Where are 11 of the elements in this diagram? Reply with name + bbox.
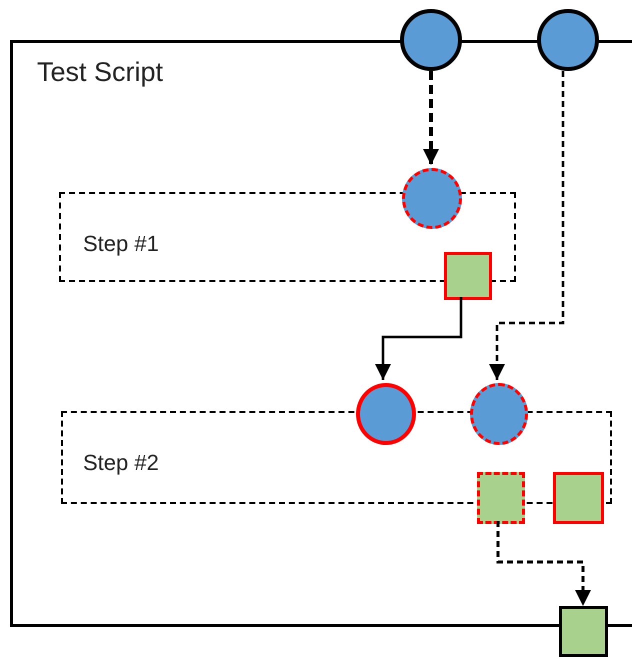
arrow [423,71,439,165]
frame-title: Step #2 [83,450,159,476]
frame-title: Step #1 [83,231,159,257]
square-port [553,472,604,524]
square-port [477,472,525,524]
frame-title: Test Script [37,57,164,88]
arrow [375,297,462,380]
arrow [496,521,591,606]
square-port [559,606,608,657]
arrow [489,71,564,380]
square-port [444,252,492,300]
